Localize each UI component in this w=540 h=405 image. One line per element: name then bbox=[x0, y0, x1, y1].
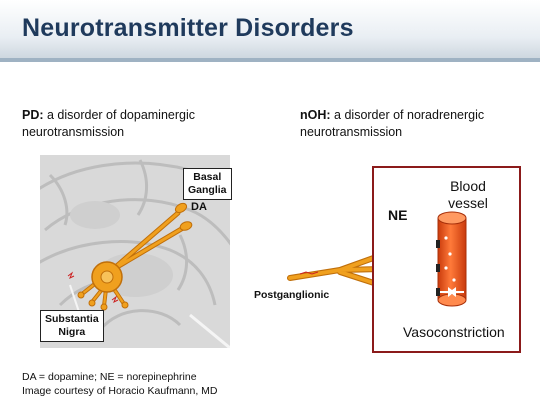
pd-heading: PD: a disorder of dopaminergic neurotran… bbox=[22, 107, 195, 141]
substantia-nigra-label: Substantia Nigra bbox=[40, 310, 104, 342]
vasoconstriction-panel bbox=[372, 166, 521, 353]
footnote-abbreviations: DA = dopamine; NE = norepinephrine bbox=[22, 371, 197, 383]
blood-vessel-label: Blood vessel bbox=[440, 178, 496, 212]
noh-heading-bold: nOH: bbox=[300, 108, 331, 122]
pd-heading-bold: PD: bbox=[22, 108, 44, 122]
blood-vessel-line2: vessel bbox=[448, 195, 488, 211]
noh-heading-line1: a disorder of noradrenergic bbox=[330, 108, 485, 122]
pd-heading-line2: neurotransmission bbox=[22, 125, 125, 139]
header-rule bbox=[0, 58, 540, 62]
postganglionic-label: Postganglionic bbox=[254, 289, 330, 301]
ne-label: NE bbox=[388, 207, 408, 223]
pd-heading-line1: a disorder of dopaminergic bbox=[43, 108, 196, 122]
footnote-credit: Image courtesy of Horacio Kaufmann, MD bbox=[22, 385, 218, 397]
slide-header bbox=[0, 0, 540, 62]
receptor-icon bbox=[436, 264, 440, 272]
blood-vessel-drawing bbox=[436, 211, 467, 307]
slide-title: Neurotransmitter Disorders bbox=[22, 14, 354, 42]
receptor-icon bbox=[436, 240, 440, 248]
receptor-icon bbox=[436, 288, 440, 296]
vasoconstriction-label: Vasoconstriction bbox=[403, 324, 505, 340]
basal-ganglia-label: Basal Ganglia bbox=[183, 168, 232, 200]
constriction-arrows-icon bbox=[440, 287, 464, 297]
da-label: DA bbox=[191, 201, 207, 213]
noh-heading: nOH: a disorder of noradrenergic neurotr… bbox=[300, 107, 484, 141]
basal-ganglia-line1: Basal bbox=[193, 171, 222, 183]
substantia-nigra-line2: Nigra bbox=[58, 326, 86, 338]
substantia-nigra-line1: Substantia bbox=[45, 313, 99, 325]
blood-vessel-line1: Blood bbox=[450, 178, 486, 194]
basal-ganglia-line2: Ganglia bbox=[188, 184, 227, 196]
dopaminergic-neuron bbox=[67, 202, 193, 311]
noh-heading-line2: neurotransmission bbox=[300, 125, 403, 139]
